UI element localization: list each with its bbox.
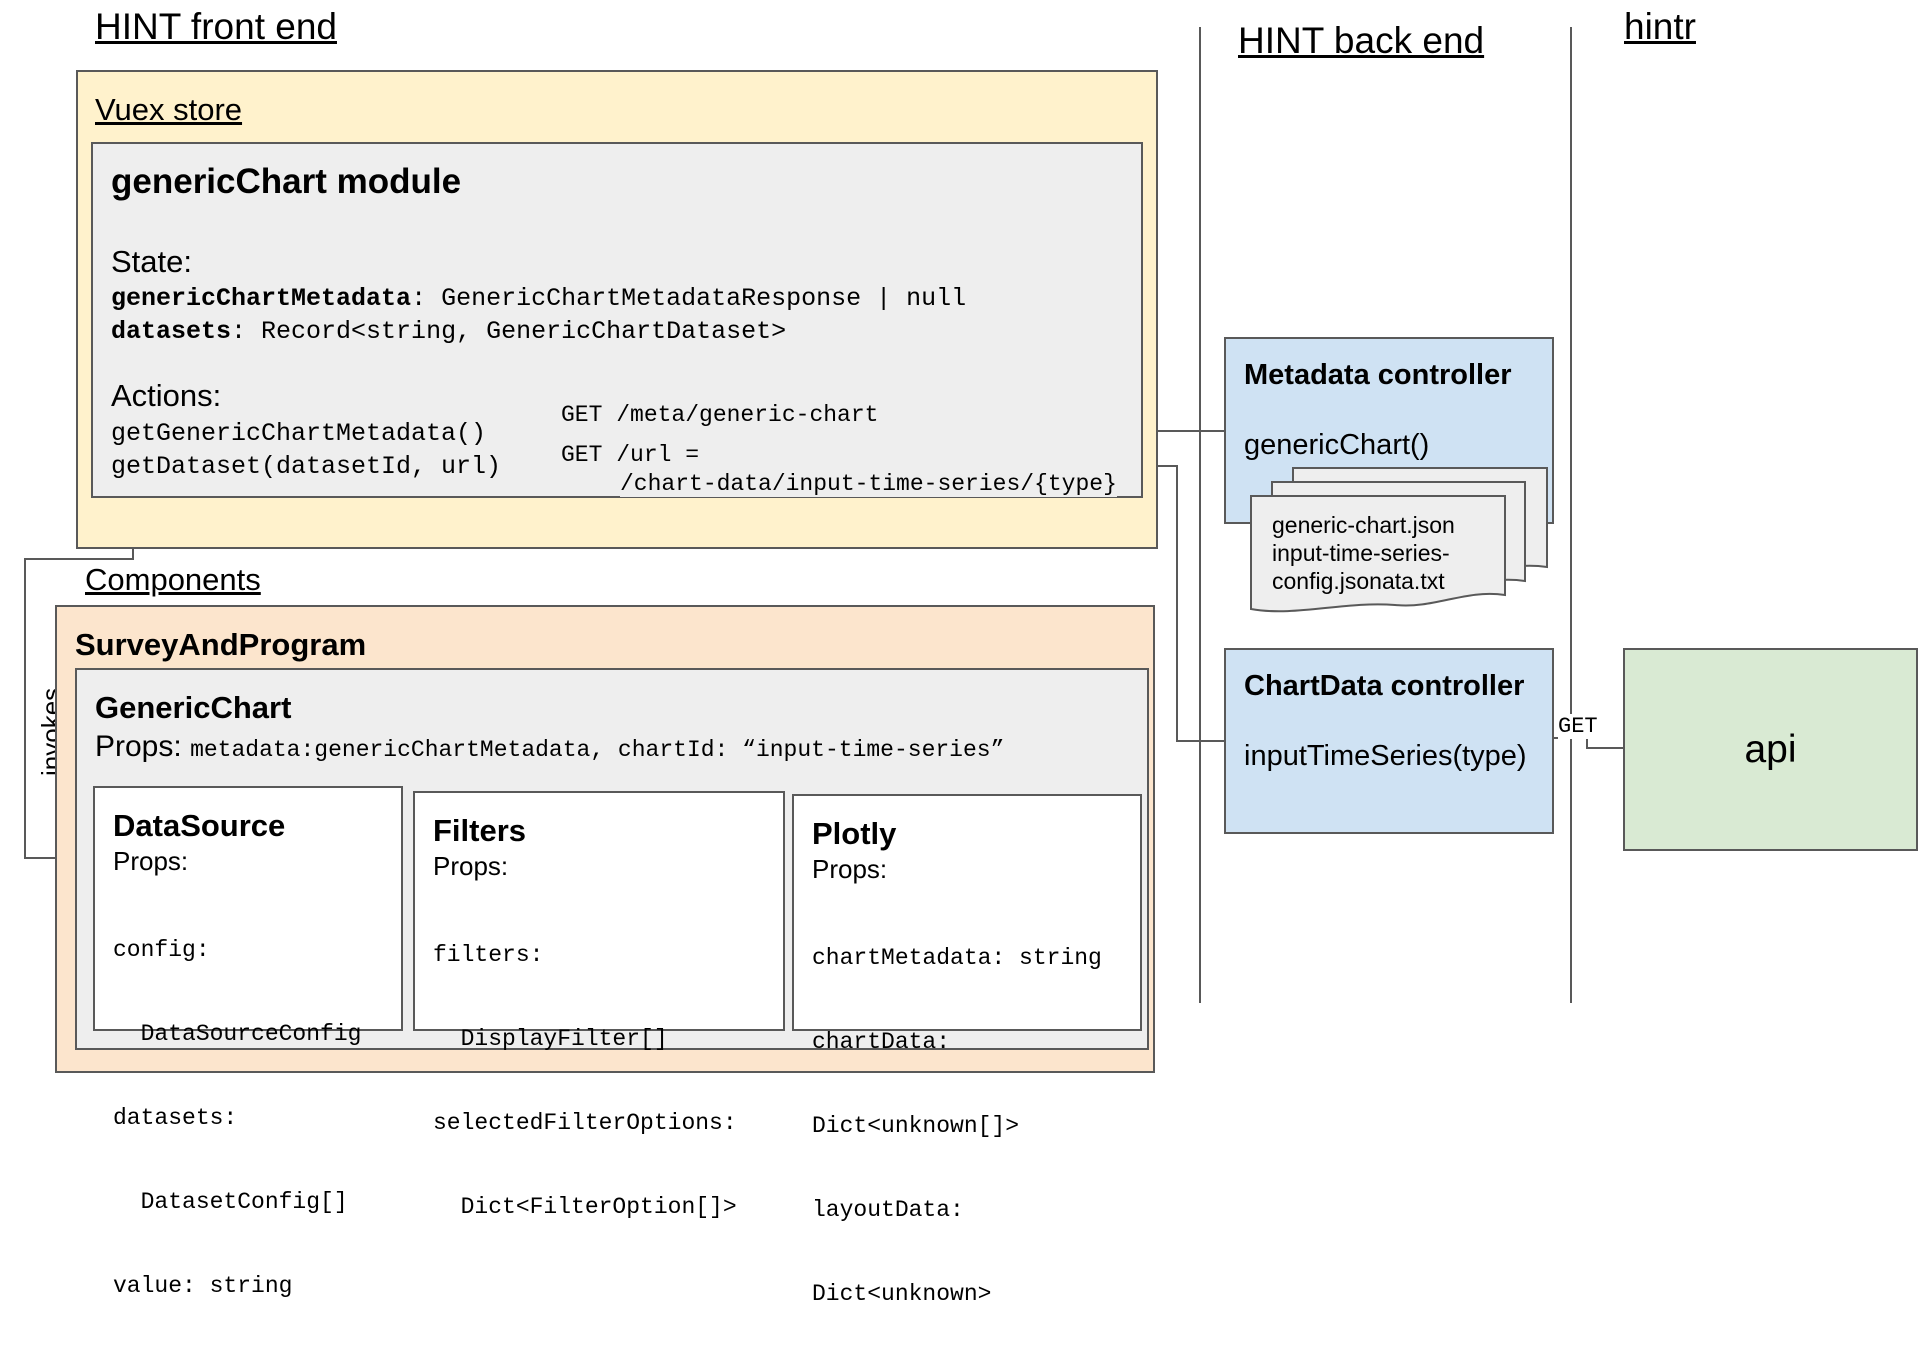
- action-get-dataset: getDataset(datasetId, url): [111, 452, 502, 481]
- state-item-metadata: genericChartMetadata: GenericChartMetada…: [111, 284, 967, 313]
- config-files-list: generic-chart.json input-time-series- co…: [1272, 511, 1455, 595]
- datasource-props-label: Props:: [113, 846, 189, 876]
- metadata-controller-title: Metadata controller: [1244, 359, 1512, 391]
- state-label: State:: [111, 244, 192, 279]
- document-stack-front: [1250, 495, 1506, 613]
- file-config-jsonata: config.jsonata.txt: [1272, 568, 1445, 594]
- filters-props: filters: DisplayFilter[] selectedFilterO…: [433, 942, 737, 1220]
- genericchart-module-box: genericChart module State: genericChartM…: [91, 142, 1143, 498]
- file-input-time-series: input-time-series-: [1272, 540, 1450, 566]
- filters-title: Filters: [433, 813, 527, 848]
- edge-get-api: [1553, 737, 1623, 749]
- chartdata-controller-title: ChartData controller: [1244, 670, 1525, 702]
- edge-label-get-url: GET /url =: [561, 442, 700, 468]
- front-end-heading: HINT front end: [95, 6, 337, 47]
- config-files-documents: [1250, 467, 1548, 613]
- metadata-controller-method: genericChart(): [1244, 429, 1430, 461]
- plotly-title: Plotly: [812, 816, 897, 851]
- actions-label: Actions:: [111, 378, 222, 413]
- filters-box: Filters Props: filters: DisplayFilter[] …: [413, 791, 785, 1220]
- filters-props-label: Props:: [433, 851, 509, 881]
- edge-label-get-meta: GET /meta/generic-chart: [561, 402, 879, 428]
- back-end-heading: HINT back end: [1238, 20, 1485, 61]
- module-title: genericChart module: [111, 162, 462, 201]
- api-box: api: [1623, 648, 1918, 851]
- survey-title: SurveyAndProgram: [75, 627, 367, 662]
- datasource-props: config: DataSourceConfig datasets: Datas…: [113, 937, 362, 1299]
- api-label: api: [1744, 727, 1797, 771]
- components-label: Components: [85, 562, 261, 597]
- plotly-props-label: Props:: [812, 854, 888, 884]
- datasource-box: DataSource Props: config: DataSourceConf…: [93, 786, 403, 1299]
- edge-label-get-api: GET: [1558, 714, 1598, 739]
- generic-chart-props: Props: metadata:genericChartMetadata, ch…: [95, 730, 1005, 763]
- chartdata-controller-method: inputTimeSeries(type): [1244, 740, 1527, 772]
- state-item-datasets: datasets: Record<string, GenericChartDat…: [111, 317, 787, 346]
- generic-chart-title: GenericChart: [95, 690, 292, 725]
- plotly-box: Plotly Props: chartMetadata: string char…: [792, 794, 1142, 1307]
- action-get-metadata: getGenericChartMetadata(): [111, 419, 487, 448]
- datasource-title: DataSource: [113, 808, 286, 843]
- edge-label-get-url-path: /chart-data/input-time-series/{type}: [620, 471, 1117, 497]
- hintr-heading: hintr: [1624, 6, 1696, 47]
- plotly-props: chartMetadata: string chartData: Dict<un…: [812, 945, 1102, 1307]
- chartdata-controller-box: ChartData controller inputTimeSeries(typ…: [1224, 648, 1554, 834]
- file-generic-chart-json: generic-chart.json: [1272, 512, 1455, 538]
- vuex-store-label: Vuex store: [95, 92, 243, 127]
